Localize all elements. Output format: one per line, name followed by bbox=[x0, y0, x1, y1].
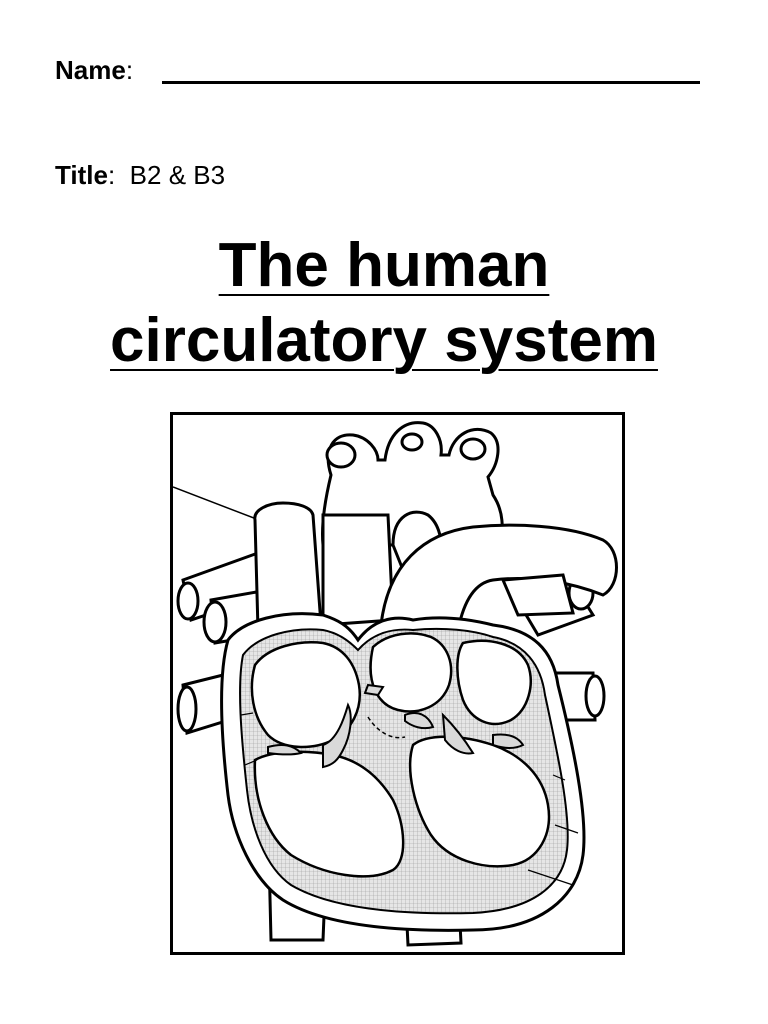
superior-vena-cava bbox=[253, 501, 323, 632]
upper-right-chamber bbox=[456, 639, 532, 726]
dashed-vessel-path bbox=[367, 716, 406, 739]
title-label: Title bbox=[55, 160, 108, 190]
page-title: The human circulatory system bbox=[0, 228, 768, 378]
title-value: B2 & B3 bbox=[129, 160, 226, 190]
page-title-line-1: The human bbox=[218, 231, 550, 300]
right-atrium bbox=[250, 641, 362, 749]
left-atrium bbox=[369, 632, 453, 713]
title-colon: : bbox=[107, 160, 116, 190]
page-title-line-2: circulatory system bbox=[110, 306, 658, 375]
heart-valves bbox=[267, 683, 525, 769]
name-field-row: Name: bbox=[55, 52, 133, 88]
left-ventricle bbox=[409, 735, 551, 868]
heart-diagram-icon bbox=[173, 421, 618, 947]
pulmonary-artery bbox=[379, 523, 618, 632]
name-label: Name bbox=[55, 55, 126, 85]
heart-diagram-frame bbox=[170, 412, 625, 955]
wall-hatch-lines bbox=[240, 712, 579, 886]
name-write-line[interactable] bbox=[162, 81, 700, 84]
pulmonary-artery-branch bbox=[500, 573, 575, 617]
name-colon: : bbox=[125, 55, 134, 85]
title-field-row: Title: B2 & B3 bbox=[55, 157, 225, 193]
